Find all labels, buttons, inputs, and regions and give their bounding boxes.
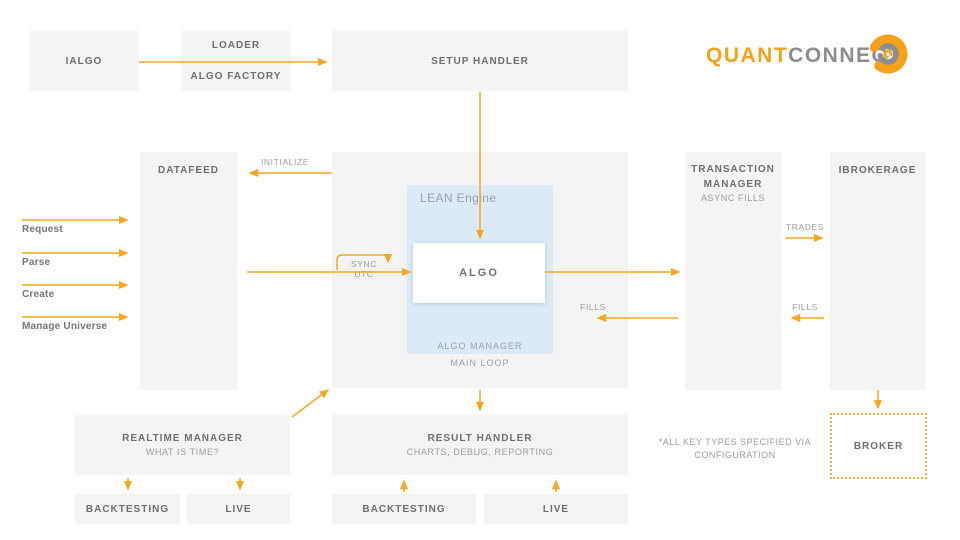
- live-center-label: LIVE: [542, 503, 570, 515]
- result-handler-label: RESULT HANDLER: [427, 433, 533, 444]
- node-algo-factory-label: ALGO FACTORY: [190, 71, 282, 82]
- node-backtesting-center: BACKTESTING: [332, 494, 476, 524]
- node-realtime-manager: REALTIME MANAGER WHAT IS TIME?: [75, 415, 290, 475]
- lean-engine-label: LEAN Engine: [420, 191, 497, 205]
- node-algo-label: ALGO: [459, 267, 499, 279]
- charts-debug-reporting-label: CHARTS, DEBUG, REPORTING: [406, 447, 554, 457]
- node-ibrokerage: IBROKERAGE: [830, 152, 925, 390]
- config-note-line2: CONFIGURATION: [694, 450, 776, 460]
- arrow-realtime-manager-to-main-loop: [291, 389, 330, 418]
- node-transaction-manager: TRANSACTION MANAGER ASYNC FILLS: [685, 152, 781, 390]
- fills-right-label: FILLS: [792, 302, 818, 312]
- node-algo: ALGO: [413, 243, 545, 303]
- live-left-label: LIVE: [225, 503, 252, 515]
- quantconnect-swirl-icon: [868, 34, 908, 74]
- transaction-manager-label-line2: MANAGER: [703, 179, 763, 190]
- flow-label-parse: Parse: [22, 257, 51, 268]
- flow-label-create: Create: [22, 289, 55, 300]
- trades-label: TRADES: [785, 222, 825, 232]
- node-result-handler: RESULT HANDLER CHARTS, DEBUG, REPORTING: [332, 415, 628, 475]
- what-is-time-label: WHAT IS TIME?: [145, 447, 220, 457]
- transaction-manager-label-line1: TRANSACTION: [691, 164, 775, 175]
- backtesting-center-label: BACKTESTING: [362, 503, 446, 515]
- node-datafeed: DATAFEED: [140, 152, 237, 390]
- config-note-line1: *ALL KEY TYPES SPECIFIED VIA: [658, 437, 812, 447]
- node-loader-label: LOADER: [211, 40, 261, 51]
- config-note: *ALL KEY TYPES SPECIFIED VIA CONFIGURATI…: [655, 436, 815, 462]
- node-loader: LOADER ALGO FACTORY: [181, 31, 291, 91]
- node-broker-label: BROKER: [853, 440, 904, 452]
- node-setup-handler-label: SETUP HANDLER: [431, 55, 529, 67]
- algo-manager-label: ALGO MANAGER: [437, 341, 523, 351]
- node-setup-handler: SETUP HANDLER: [332, 31, 628, 91]
- sync-utc-label: SYNC UTC: [350, 259, 378, 279]
- node-ibrokerage-label: IBROKERAGE: [838, 165, 917, 176]
- async-fills-label: ASYNC FILLS: [700, 193, 766, 203]
- flow-label-manage-universe: Manage Universe: [22, 321, 108, 332]
- flow-label-request: Request: [22, 224, 63, 235]
- realtime-manager-label: REALTIME MANAGER: [122, 433, 243, 444]
- fills-center-label: FILLS: [580, 302, 606, 312]
- logo-text-quant: QUANT: [706, 44, 789, 67]
- main-loop-label: MAIN LOOP: [450, 358, 510, 368]
- backtesting-left-label: BACKTESTING: [85, 503, 170, 515]
- node-ialgo-label: IALGO: [65, 55, 103, 67]
- node-live-left: LIVE: [187, 494, 290, 524]
- node-ialgo: IALGO: [29, 31, 139, 91]
- node-datafeed-label: DATAFEED: [158, 165, 219, 176]
- node-broker: BROKER: [830, 413, 927, 479]
- node-backtesting-left: BACKTESTING: [75, 494, 180, 524]
- node-live-center: LIVE: [484, 494, 628, 524]
- initialize-label: INITIALIZE: [260, 157, 310, 167]
